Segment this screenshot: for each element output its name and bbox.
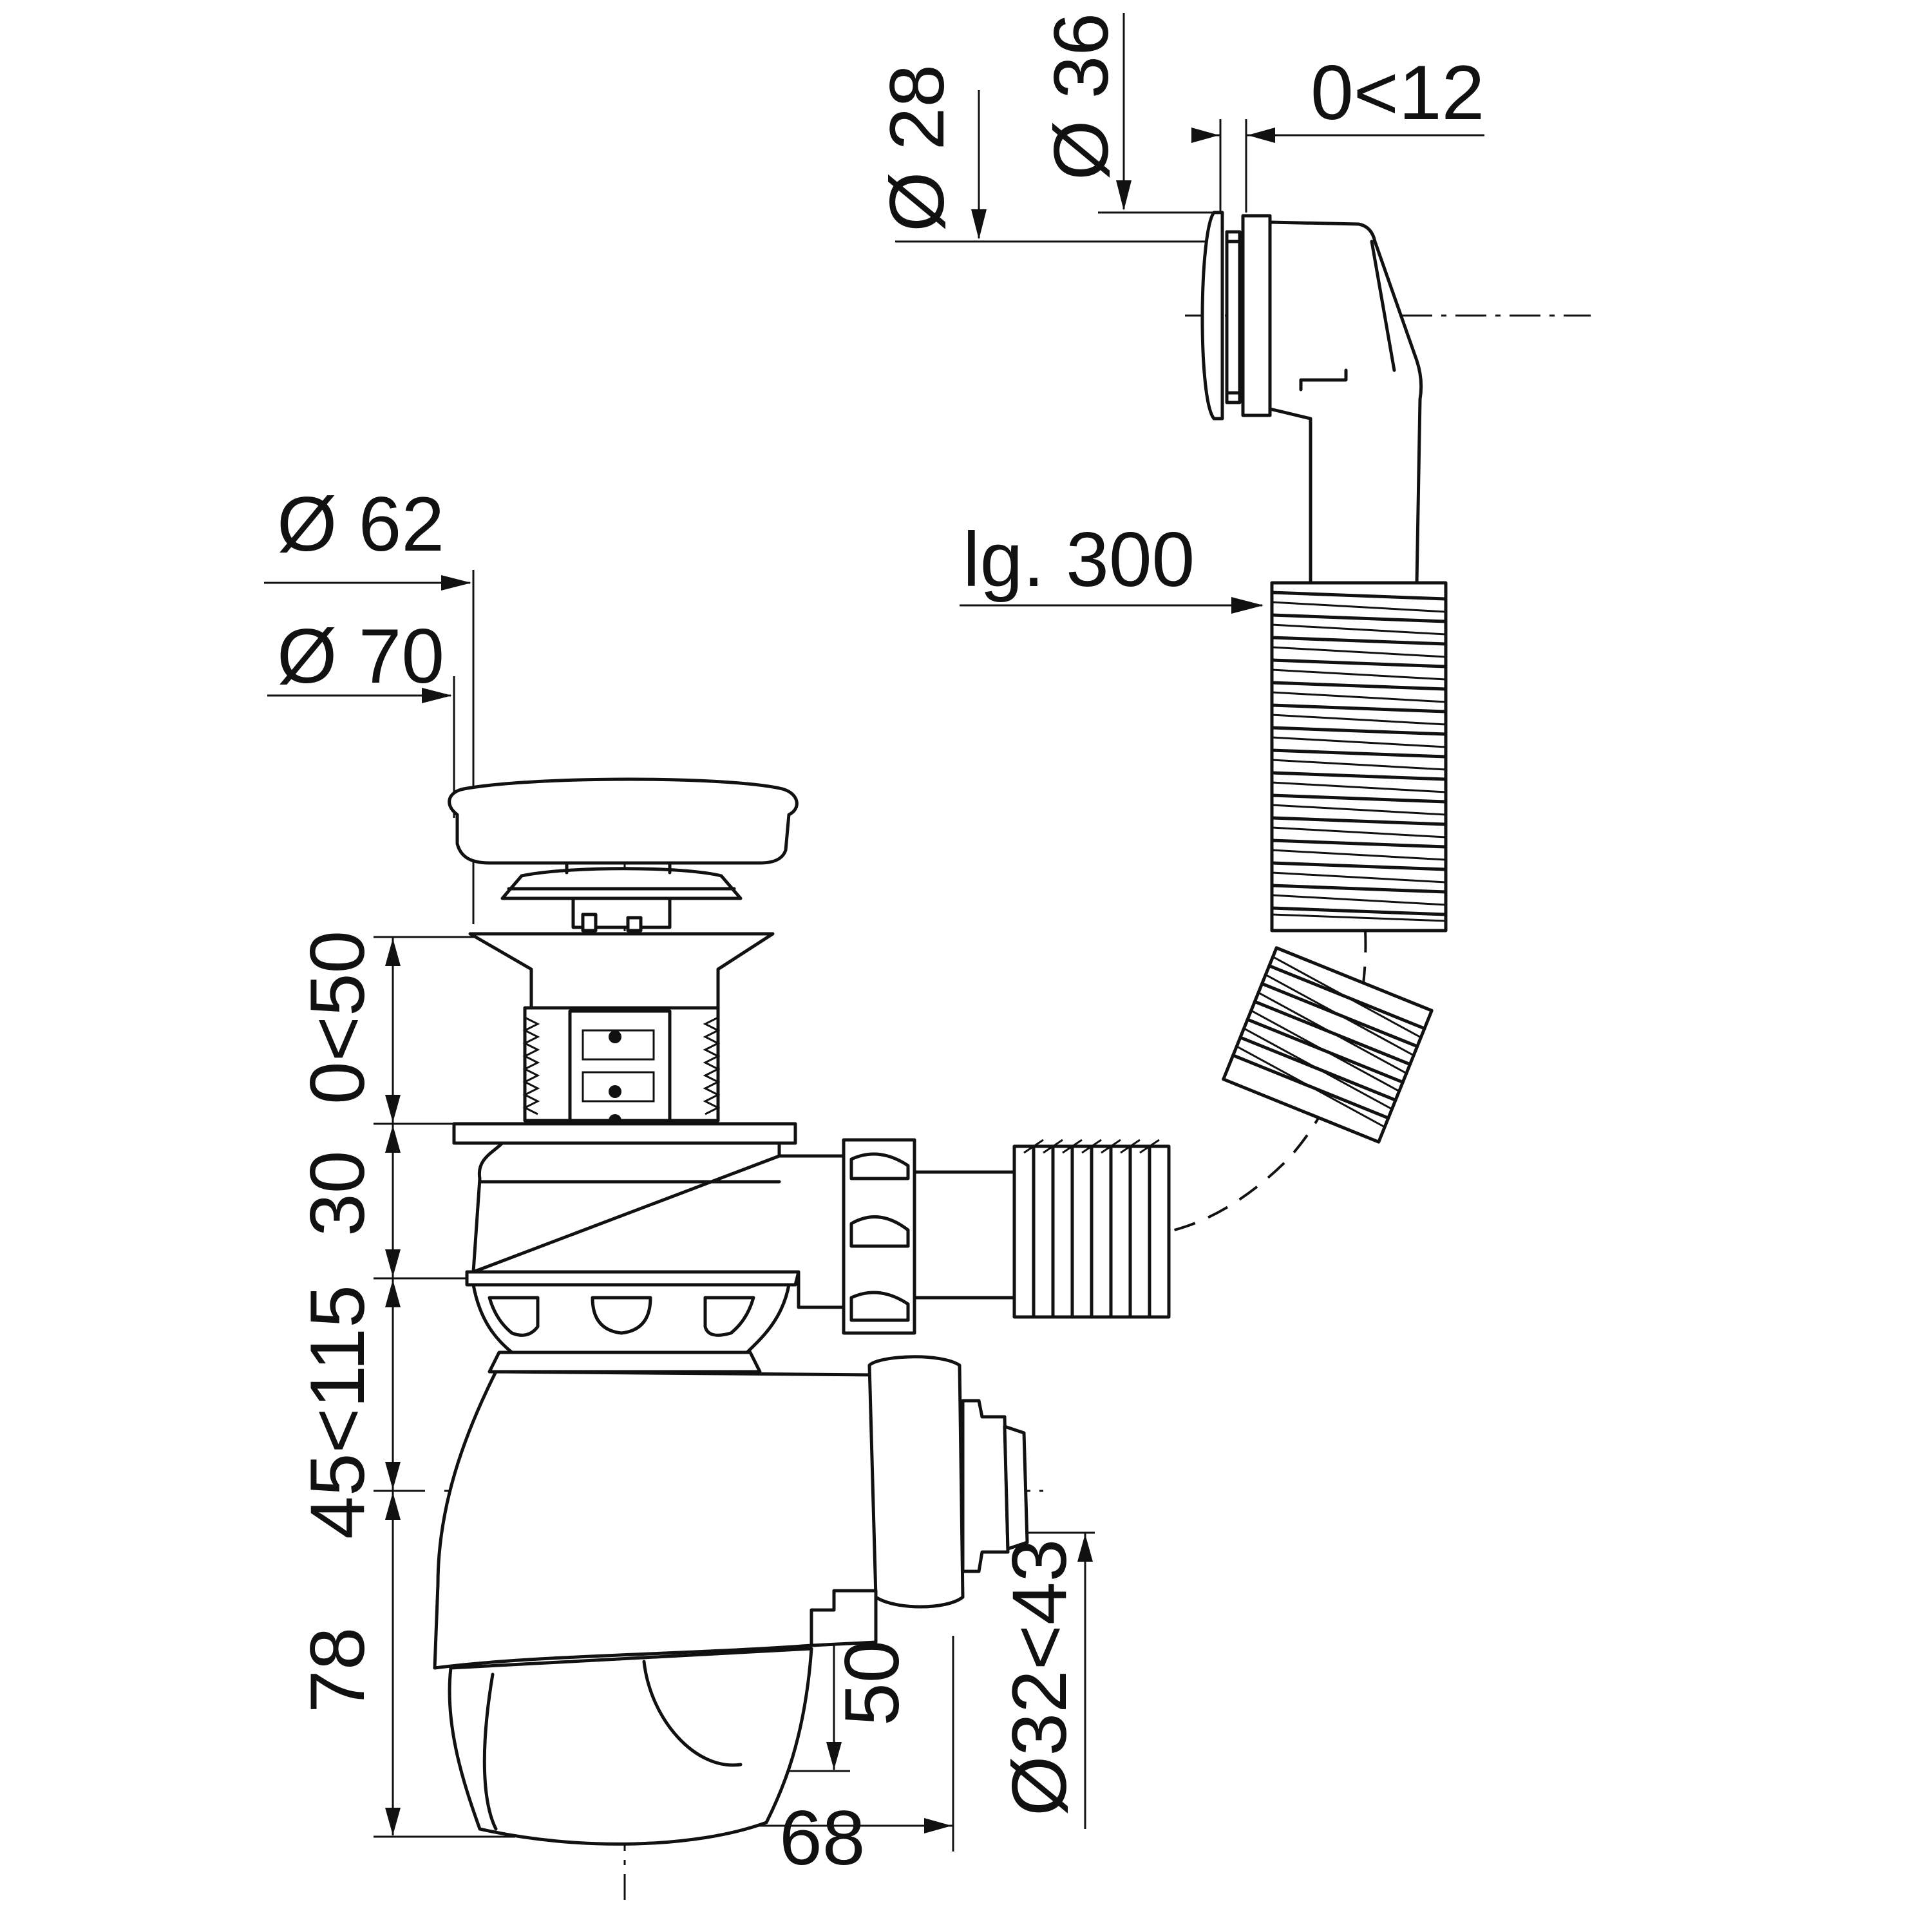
overflow-elbow (1268, 220, 1423, 585)
stopper-cap (448, 777, 799, 865)
outlet-tube (913, 1170, 1016, 1300)
basin-waste-body (452, 932, 846, 1309)
overflow-rosette (1200, 211, 1224, 421)
label-h30: 30 (294, 1151, 381, 1236)
trap-cup (448, 1647, 813, 1846)
label-stroke-range: 0<50 (294, 931, 381, 1104)
label-w68: 68 (779, 1795, 865, 1881)
flexible-hose-upper (1270, 581, 1448, 933)
label-gap: 0<12 (1311, 50, 1484, 136)
label-h45-115: 45<115 (294, 1285, 381, 1539)
outlet-union-nut (842, 1138, 1016, 1335)
label-d28: Ø 28 (874, 64, 960, 232)
label-d62: Ø 62 (277, 481, 444, 567)
dimension-labels: Ø 28 Ø 36 0<12 lg. 300 Ø 62 Ø 70 0<50 30… (277, 13, 1484, 1881)
waste-flange (468, 932, 775, 1010)
label-d36: Ø 36 (1038, 13, 1124, 180)
flexible-hose-middle (1222, 946, 1434, 1144)
label-h78: 78 (294, 1627, 381, 1713)
lock-ring (465, 1270, 800, 1374)
overflow-outlet (1200, 211, 1423, 585)
hose-routing-dashed (1159, 930, 1367, 1235)
label-outlet: Ø32<43 (996, 1539, 1083, 1816)
waste-plate (452, 1122, 797, 1145)
label-h50: 50 (829, 1640, 915, 1726)
flexible-hose-lower (1012, 1139, 1171, 1319)
bottle-trap (433, 1355, 1029, 1846)
label-d70: Ø 70 (277, 613, 444, 699)
trap-outlet-boss (867, 1355, 965, 1609)
trap-body (433, 1370, 878, 1670)
pop-up-stopper (448, 777, 799, 933)
overflow-flange (1241, 214, 1272, 417)
label-length: lg. 300 (963, 516, 1195, 603)
